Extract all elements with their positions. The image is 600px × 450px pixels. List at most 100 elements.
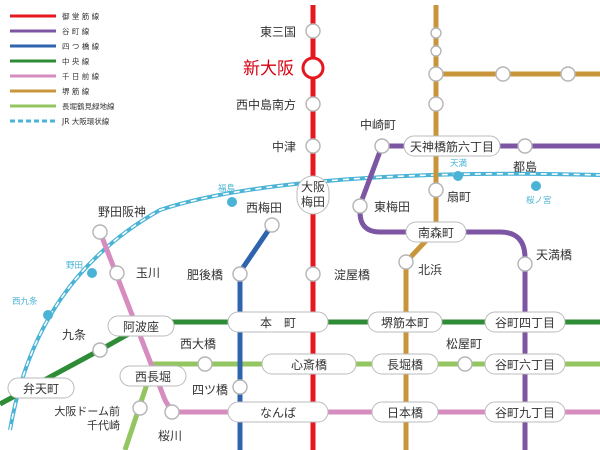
station-label: 四ツ橋 bbox=[192, 383, 228, 397]
station-label: 阿波座 bbox=[123, 319, 159, 334]
station-label-boxes bbox=[7, 135, 566, 423]
station-label: 堺筋本町 bbox=[381, 315, 429, 330]
station-box[interactable] bbox=[484, 353, 566, 375]
station-label: 大阪ドーム前千代崎 bbox=[54, 404, 120, 432]
station-box[interactable] bbox=[119, 365, 187, 387]
legend-item: 四 つ 橋 線 bbox=[10, 41, 100, 51]
station-box[interactable] bbox=[403, 135, 501, 157]
station-marker[interactable] bbox=[430, 45, 442, 57]
legend-label: 谷 町 線 bbox=[62, 26, 90, 36]
station-box[interactable] bbox=[371, 353, 439, 375]
station-box[interactable] bbox=[296, 175, 330, 215]
jr-station-label: 福島 bbox=[218, 183, 236, 194]
station-label: 西梅田 bbox=[246, 200, 282, 215]
station-marker[interactable] bbox=[92, 224, 108, 240]
station-marker[interactable] bbox=[264, 217, 280, 233]
jr-station-marker[interactable] bbox=[531, 181, 541, 191]
legend-item: 千 日 前 線 bbox=[10, 71, 100, 81]
legend-label: 御 堂 筋 線 bbox=[62, 11, 100, 21]
legend-item: 御 堂 筋 線 bbox=[10, 11, 100, 21]
station-label: 九条 bbox=[62, 328, 86, 342]
station-label: 玉川 bbox=[136, 266, 160, 280]
station-label: 扇町 bbox=[447, 189, 471, 204]
station-label: 弁天町 bbox=[23, 381, 59, 396]
station-label: 天満橋 bbox=[536, 248, 572, 262]
station-label: 肥後橋 bbox=[187, 268, 223, 282]
station-marker[interactable] bbox=[197, 356, 213, 372]
station-label: 野田阪神 bbox=[98, 205, 146, 219]
station-box[interactable] bbox=[371, 401, 439, 423]
legend-item: 堺 筋 線 bbox=[10, 86, 90, 96]
station-label: 天神橋筋六丁目 bbox=[410, 139, 494, 154]
station-marker[interactable] bbox=[132, 400, 148, 416]
station-label: 西長堀 bbox=[135, 369, 171, 384]
station-label: 大阪梅田 bbox=[301, 180, 325, 209]
station-label: 桜川 bbox=[158, 429, 182, 443]
jr-station-label: 天満 bbox=[450, 159, 468, 169]
station-marker[interactable] bbox=[352, 198, 368, 214]
featured-station-marker[interactable] bbox=[301, 56, 325, 80]
station-marker[interactable] bbox=[164, 404, 180, 420]
station-box[interactable] bbox=[107, 315, 175, 337]
station-marker[interactable] bbox=[374, 138, 390, 154]
jr-station-marker[interactable] bbox=[453, 171, 463, 181]
legend-label: JR 大阪環状線 bbox=[61, 116, 110, 126]
station-label: 西大橋 bbox=[180, 337, 216, 351]
jr-station-marker[interactable] bbox=[87, 268, 97, 278]
station-marker[interactable] bbox=[428, 66, 444, 82]
station-label: 東梅田 bbox=[374, 199, 410, 214]
station-label: 日本橋 bbox=[387, 406, 423, 420]
station-marker[interactable] bbox=[109, 265, 125, 281]
station-label: 谷町九丁目 bbox=[495, 406, 555, 420]
station-box[interactable] bbox=[227, 311, 329, 333]
station-box[interactable] bbox=[484, 311, 566, 333]
station-label: 本 町 bbox=[260, 316, 296, 330]
legend-label: 長堀鶴見緑地線 bbox=[62, 101, 115, 111]
legend-item: 中 央 線 bbox=[10, 56, 90, 66]
station-box[interactable] bbox=[7, 377, 75, 399]
station-marker[interactable] bbox=[305, 96, 321, 112]
station-label: 中津 bbox=[272, 139, 296, 154]
station-marker[interactable] bbox=[517, 256, 533, 272]
station-label: 西中島南方 bbox=[236, 97, 296, 112]
station-marker[interactable] bbox=[428, 182, 444, 198]
legend-label: 四 つ 橋 線 bbox=[62, 41, 100, 51]
station-box[interactable] bbox=[484, 401, 566, 423]
station-label: 淀屋橋 bbox=[334, 268, 370, 282]
jr-station-marker[interactable] bbox=[227, 197, 237, 207]
station-box[interactable] bbox=[261, 353, 357, 375]
jr-station-marker[interactable] bbox=[43, 310, 53, 320]
station-labels: 東三国 新大阪 西中島南方 中津 大阪梅田 淀屋橋 本 町 心斎橋 なんば 中崎… bbox=[23, 25, 572, 443]
jr-station-label: 野田 bbox=[66, 261, 83, 271]
station-marker[interactable] bbox=[398, 254, 414, 270]
legend-item: JR 大阪環状線 bbox=[10, 116, 110, 126]
station-label: 都島 bbox=[513, 159, 537, 174]
station-marker[interactable] bbox=[560, 66, 576, 82]
station-box[interactable] bbox=[405, 221, 467, 243]
station-marker[interactable] bbox=[428, 96, 444, 112]
station-label: 中崎町 bbox=[360, 117, 396, 132]
station-marker[interactable] bbox=[495, 66, 511, 82]
station-marker[interactable] bbox=[305, 138, 321, 154]
station-label: 松屋町 bbox=[446, 337, 482, 351]
station-marker[interactable] bbox=[517, 138, 533, 154]
station-marker[interactable] bbox=[232, 266, 248, 282]
station-label: 東三国 bbox=[260, 25, 296, 39]
station-marker[interactable] bbox=[305, 23, 321, 39]
station-marker[interactable] bbox=[305, 266, 321, 282]
legend-label: 堺 筋 線 bbox=[62, 86, 90, 96]
station-label: 谷町六丁目 bbox=[495, 358, 555, 372]
station-marker[interactable] bbox=[232, 379, 248, 395]
station-markers bbox=[92, 23, 576, 420]
station-box[interactable] bbox=[227, 401, 329, 423]
station-label: 北浜 bbox=[418, 263, 442, 277]
station-marker[interactable] bbox=[430, 27, 442, 39]
jr-loop-line bbox=[8, 171, 600, 431]
legend-item: 長堀鶴見緑地線 bbox=[10, 101, 115, 111]
station-marker[interactable] bbox=[457, 356, 473, 372]
station-label: なんば bbox=[260, 406, 296, 420]
station-label: 谷町四丁目 bbox=[495, 316, 555, 330]
station-marker[interactable] bbox=[92, 342, 108, 358]
station-box[interactable] bbox=[367, 311, 443, 333]
